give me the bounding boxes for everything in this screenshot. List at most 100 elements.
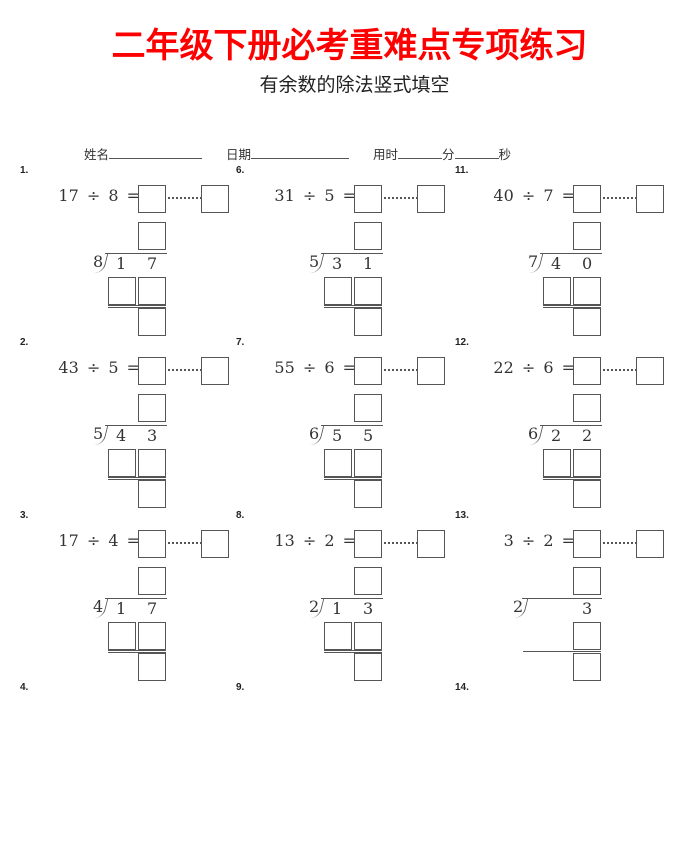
divisor: 5 xyxy=(309,252,320,271)
quotient-digit-box[interactable] xyxy=(354,567,382,595)
problem-number: 9. xyxy=(236,682,245,693)
remainder-dots xyxy=(603,369,637,371)
quotient-answer-box[interactable] xyxy=(138,185,166,213)
problem-9: 9. xyxy=(236,682,451,854)
division-equation: 55 ÷ 6 = xyxy=(274,358,356,377)
remainder-dots xyxy=(384,197,418,199)
remainder-dots xyxy=(603,197,637,199)
seconds-blank[interactable] xyxy=(454,146,499,159)
quotient-digit-box[interactable] xyxy=(573,567,601,595)
product-ones-box[interactable] xyxy=(573,622,601,650)
division-bar xyxy=(522,598,602,599)
divisor: 4 xyxy=(93,597,104,616)
remainder-answer-box[interactable] xyxy=(417,530,445,558)
remainder-result-box[interactable] xyxy=(354,308,382,336)
name-blank[interactable] xyxy=(109,146,203,159)
quotient-answer-box[interactable] xyxy=(138,357,166,385)
remainder-answer-box[interactable] xyxy=(417,185,445,213)
remainder-result-box[interactable] xyxy=(573,480,601,508)
product-tens-box[interactable] xyxy=(324,277,352,305)
division-bar xyxy=(321,425,383,426)
product-ones-box[interactable] xyxy=(354,277,382,305)
remainder-result-box[interactable] xyxy=(138,653,166,681)
divisor: 6 xyxy=(309,424,320,443)
subtraction-line xyxy=(324,477,382,478)
dividend-ones-digit: 1 xyxy=(363,254,374,273)
product-tens-box[interactable] xyxy=(108,622,136,650)
subtraction-line-2 xyxy=(108,307,166,308)
remainder-result-box[interactable] xyxy=(573,653,601,681)
student-info-row: 姓名 日期 用时分秒 xyxy=(84,146,511,163)
page-subtitle: 有余数的除法竖式填空 xyxy=(259,74,450,96)
quotient-answer-box[interactable] xyxy=(354,530,382,558)
remainder-answer-box[interactable] xyxy=(201,530,229,558)
second-label: 秒 xyxy=(498,147,512,162)
quotient-digit-box[interactable] xyxy=(138,567,166,595)
remainder-answer-box[interactable] xyxy=(201,357,229,385)
divisor: 6 xyxy=(528,424,539,443)
product-tens-box[interactable] xyxy=(108,449,136,477)
division-equation: 13 ÷ 2 = xyxy=(274,531,356,550)
problem-number: 7. xyxy=(236,337,245,348)
quotient-digit-box[interactable] xyxy=(354,222,382,250)
time-label: 用时 xyxy=(372,147,398,162)
division-equation: 17 ÷ 8 = xyxy=(58,186,140,205)
product-ones-box[interactable] xyxy=(138,622,166,650)
minutes-blank[interactable] xyxy=(397,146,442,159)
quotient-digit-box[interactable] xyxy=(138,394,166,422)
remainder-answer-box[interactable] xyxy=(636,185,664,213)
date-blank[interactable] xyxy=(251,146,349,159)
quotient-answer-box[interactable] xyxy=(354,357,382,385)
remainder-answer-box[interactable] xyxy=(417,357,445,385)
subtraction-line-2 xyxy=(324,652,382,653)
quotient-digit-box[interactable] xyxy=(138,222,166,250)
remainder-result-box[interactable] xyxy=(573,308,601,336)
remainder-answer-box[interactable] xyxy=(636,357,664,385)
dividend-ones-digit: 0 xyxy=(582,254,593,273)
dividend-tens-digit: 4 xyxy=(116,426,127,445)
product-tens-box[interactable] xyxy=(108,277,136,305)
remainder-result-box[interactable] xyxy=(354,480,382,508)
page-title: 二年级下册必考重难点专项练习 xyxy=(111,26,588,66)
remainder-dots xyxy=(168,542,202,544)
quotient-digit-box[interactable] xyxy=(573,394,601,422)
product-ones-box[interactable] xyxy=(354,449,382,477)
dividend-ones-digit: 3 xyxy=(147,426,158,445)
subtraction-line xyxy=(324,305,382,306)
quotient-answer-box[interactable] xyxy=(573,357,601,385)
division-bar xyxy=(321,598,383,599)
problem-number: 6. xyxy=(236,165,245,176)
remainder-answer-box[interactable] xyxy=(636,530,664,558)
subtraction-line xyxy=(324,650,382,651)
remainder-result-box[interactable] xyxy=(138,308,166,336)
product-ones-box[interactable] xyxy=(138,449,166,477)
subtraction-line-2 xyxy=(108,652,166,653)
quotient-answer-box[interactable] xyxy=(573,185,601,213)
quotient-answer-box[interactable] xyxy=(573,530,601,558)
product-ones-box[interactable] xyxy=(573,449,601,477)
name-label: 姓名 xyxy=(84,147,110,162)
product-tens-box[interactable] xyxy=(324,622,352,650)
remainder-result-box[interactable] xyxy=(354,653,382,681)
quotient-digit-box[interactable] xyxy=(354,394,382,422)
product-ones-box[interactable] xyxy=(138,277,166,305)
quotient-answer-box[interactable] xyxy=(354,185,382,213)
divisor: 2 xyxy=(309,597,320,616)
product-tens-box[interactable] xyxy=(543,277,571,305)
quotient-answer-box[interactable] xyxy=(138,530,166,558)
product-tens-box[interactable] xyxy=(543,449,571,477)
product-ones-box[interactable] xyxy=(573,277,601,305)
remainder-answer-box[interactable] xyxy=(201,185,229,213)
remainder-result-box[interactable] xyxy=(138,480,166,508)
product-tens-box[interactable] xyxy=(324,449,352,477)
subtraction-line-2 xyxy=(324,307,382,308)
product-ones-box[interactable] xyxy=(354,622,382,650)
dividend-ones-digit: 7 xyxy=(147,254,158,273)
quotient-digit-box[interactable] xyxy=(573,222,601,250)
